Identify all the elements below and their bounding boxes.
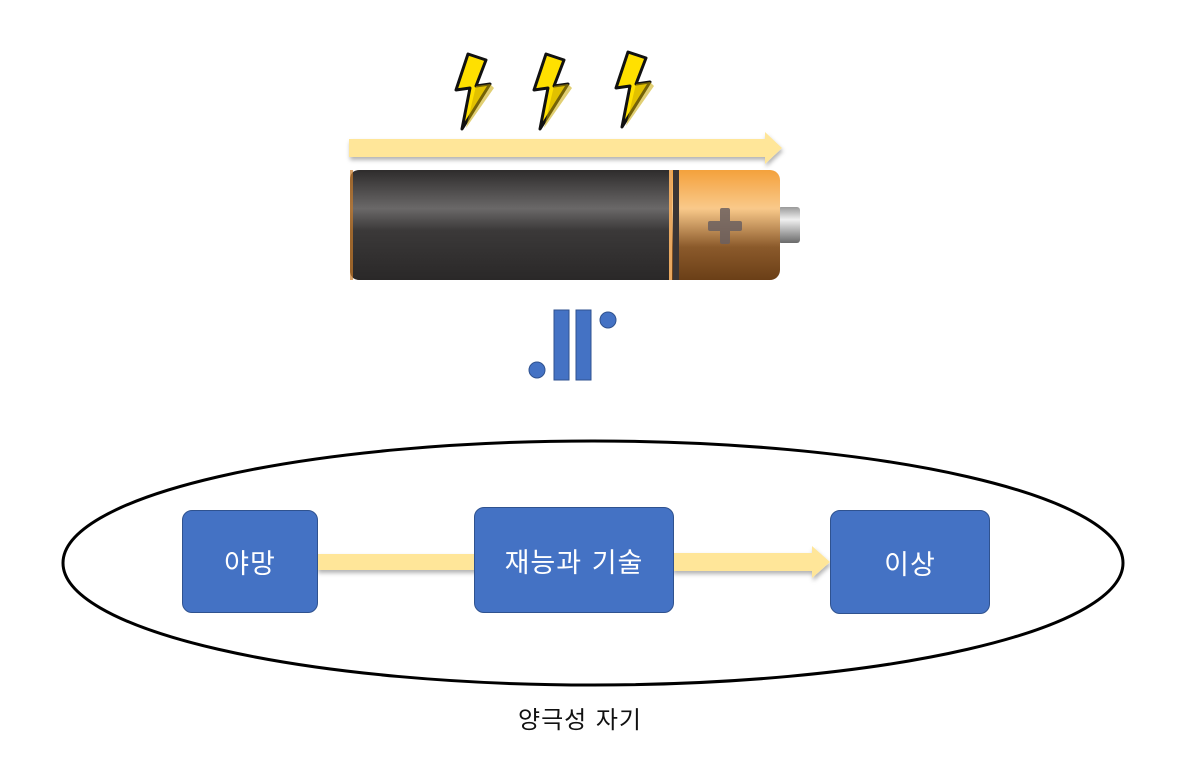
lightning-icon <box>532 52 572 131</box>
connector-1 <box>317 554 477 570</box>
connector-2-arrow <box>672 546 830 578</box>
battery-icon <box>350 170 800 280</box>
flow-box-label: 재능과 기술 <box>504 547 644 579</box>
lightning-icon <box>614 50 654 129</box>
flow-box-label: 야망 <box>224 549 276 580</box>
charge-arrow <box>349 132 782 164</box>
flow-box-ideal: 이상 <box>830 510 990 614</box>
flow-box-label: 이상 <box>884 549 936 581</box>
ellipse-caption: 양극성 자기 <box>517 706 643 734</box>
lightning-icon <box>454 52 494 131</box>
plus-icon <box>708 208 742 244</box>
flow-box-talent-skill: 재능과 기술 <box>474 507 674 613</box>
bipolar-self-ellipse <box>61 439 1125 687</box>
battery-terminal <box>778 207 800 243</box>
battery-body <box>350 170 672 280</box>
pause-icon <box>528 309 617 381</box>
flow-box-ambition: 야망 <box>182 510 318 613</box>
